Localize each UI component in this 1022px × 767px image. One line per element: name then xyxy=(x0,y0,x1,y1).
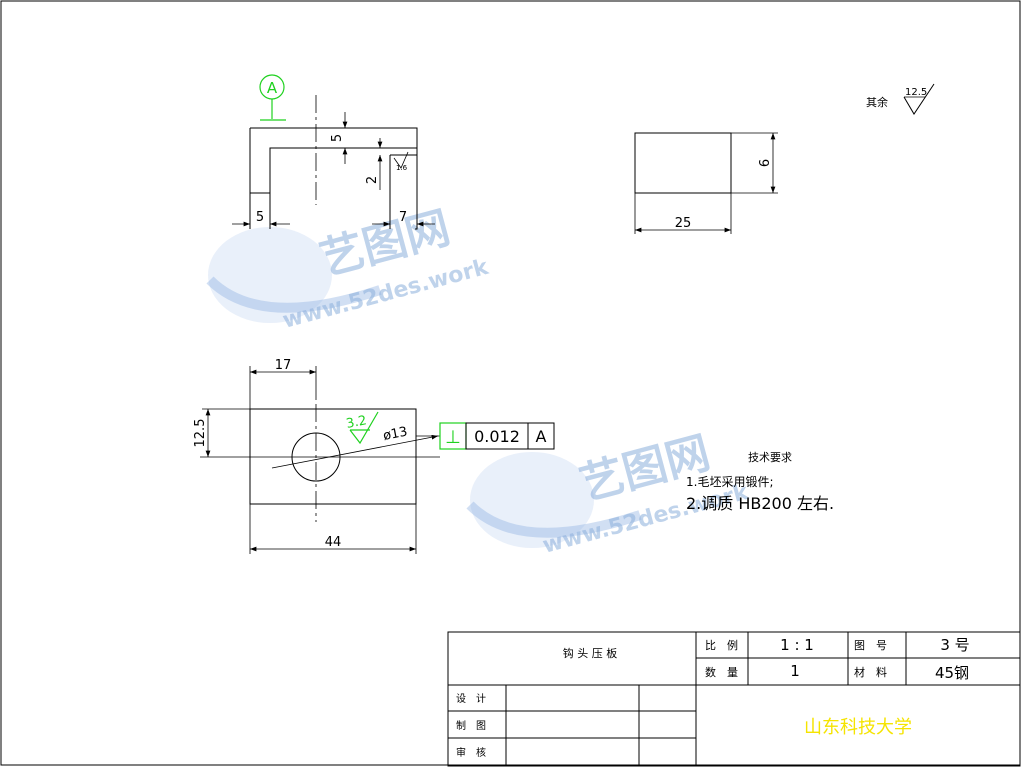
tolerance-frame: ⊥ 0.012 A xyxy=(416,422,555,450)
title-block: 钩 头 压 板 比 例 1 : 1 图 号 3 号 数 量 1 材 料 45钢 … xyxy=(447,631,1021,767)
drawing-no-label: 图 号 xyxy=(854,639,887,652)
scale-label: 比 例 xyxy=(705,638,738,652)
dim-hole-offset: 17 xyxy=(275,358,292,373)
dim-left-width: 5 xyxy=(256,210,264,225)
tolerance-datum: A xyxy=(536,427,547,446)
dim-hole-height: 12.5 xyxy=(193,419,208,448)
finish-label: 其余 xyxy=(866,95,888,109)
watermark-1: 艺图网 www.52des.work xyxy=(206,202,492,334)
general-finish: 其余 12.5 xyxy=(866,83,935,115)
review-label: 审 核 xyxy=(456,746,486,759)
drawing-no-value: 3 号 xyxy=(940,636,969,654)
top-finish: 3.2 xyxy=(345,413,368,432)
dim-hole-dia: ø13 xyxy=(382,425,409,444)
tolerance-value: 0.012 xyxy=(474,427,520,446)
top-view: 17 12.5 44 ø13 3.2 ⊥ 0.012 A xyxy=(193,358,555,554)
design-label: 设 计 xyxy=(456,692,486,705)
dim-depth-top: 5 xyxy=(330,134,345,142)
material-label: 材 料 xyxy=(854,665,887,679)
qty-value: 1 xyxy=(790,662,800,680)
draw-label: 制 图 xyxy=(456,719,486,732)
datum-letter: A xyxy=(267,79,278,97)
dim-side-width: 25 xyxy=(675,216,692,231)
tech-item-1: 1.毛坯采用锻件; xyxy=(686,475,774,489)
part-name: 钩 头 压 板 xyxy=(563,646,618,660)
watermark-2: 艺图网 www.52des.work xyxy=(466,427,752,559)
dim-top-width: 44 xyxy=(325,535,342,550)
dim-depth-side: 2 xyxy=(365,176,380,184)
tech-requirements: 技术要求 1.毛坯采用锻件; 2.调质 HB200 左右. xyxy=(686,451,834,513)
finish-value: 12.5 xyxy=(905,87,927,98)
front-view: A 5 2 1.6 5 7 xyxy=(232,74,435,230)
tolerance-symbol: ⊥ xyxy=(445,427,461,448)
part-outline-top xyxy=(249,408,417,505)
part-outline-front xyxy=(249,127,418,230)
material-value: 45钢 xyxy=(935,664,969,682)
dim-right-width: 7 xyxy=(399,210,407,225)
tech-item-2: 2.调质 HB200 左右. xyxy=(686,494,834,513)
scale-value: 1 : 1 xyxy=(780,636,814,654)
qty-label: 数 量 xyxy=(705,666,738,679)
dim-side-height: 6 xyxy=(758,159,773,167)
tech-title: 技术要求 xyxy=(748,451,792,464)
part-outline-side xyxy=(634,132,732,194)
school-name: 山东科技大学 xyxy=(804,717,912,738)
front-finish: 1.6 xyxy=(396,164,408,172)
side-view: 25 6 xyxy=(634,132,778,234)
